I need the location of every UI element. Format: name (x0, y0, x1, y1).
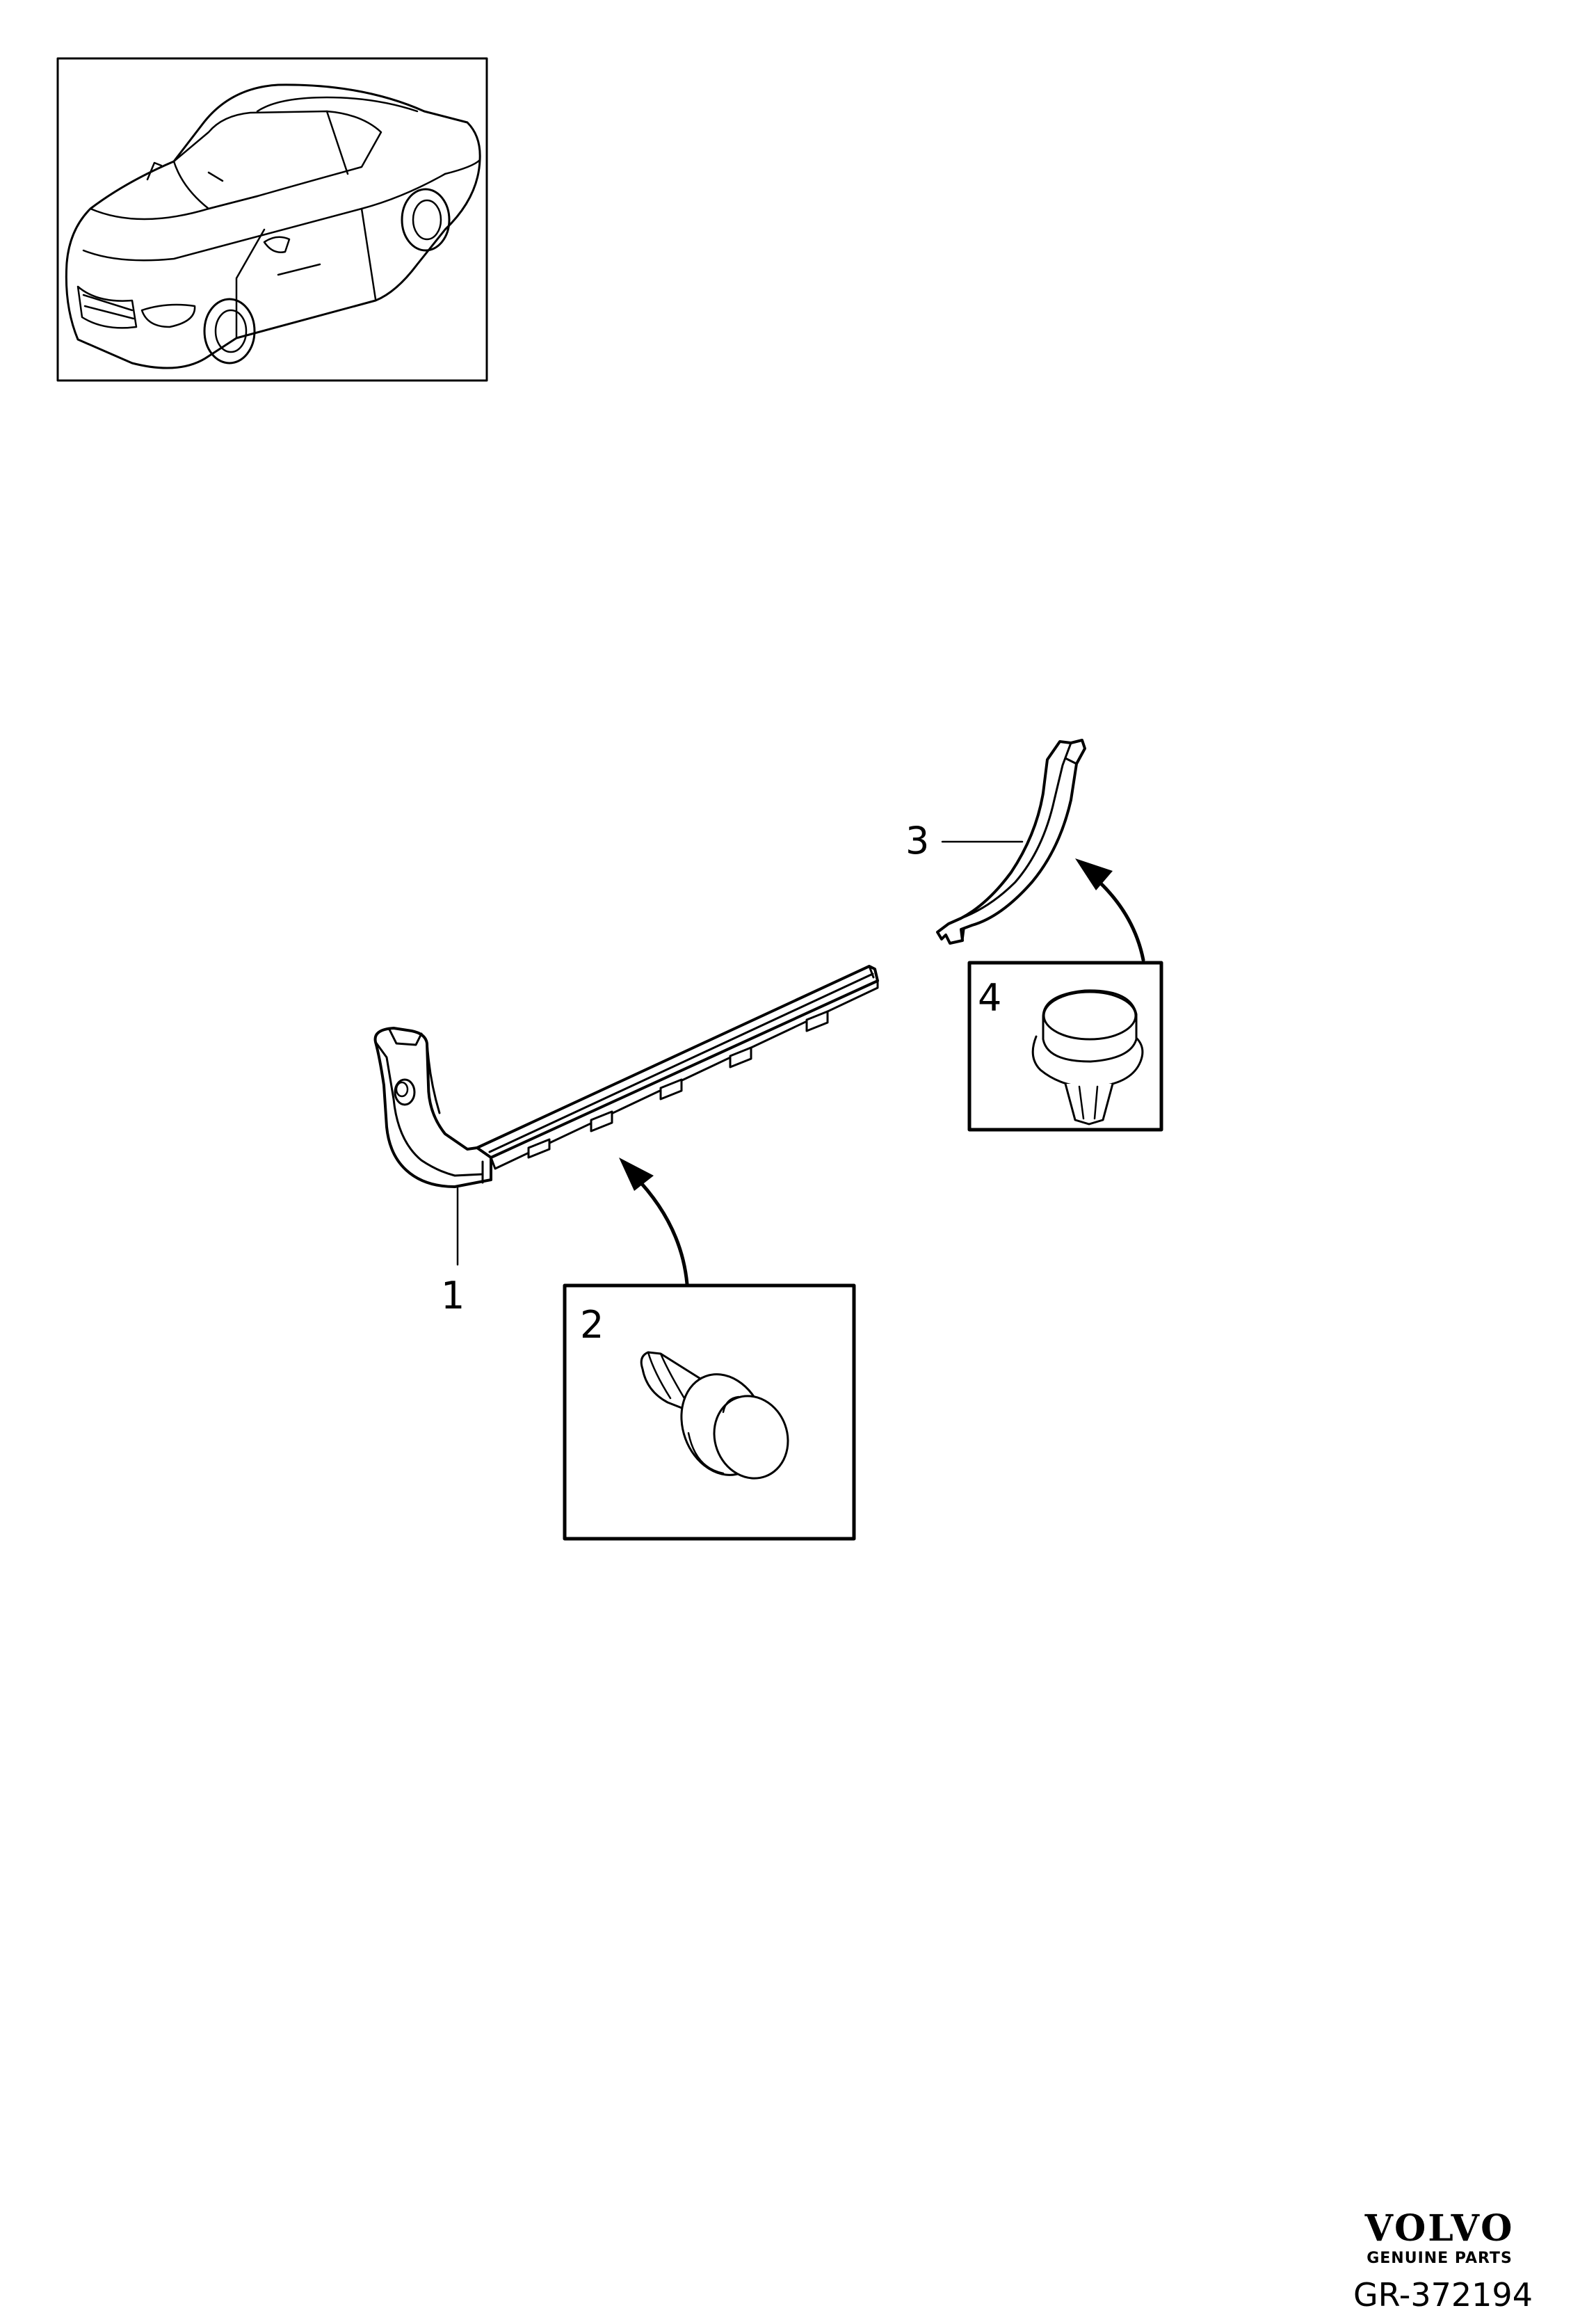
arrow-to-detail-2 (619, 1158, 689, 1286)
detail-frame-4 (967, 961, 1163, 1132)
genuine-parts-tagline: GENUINE PARTS (1367, 2250, 1513, 2267)
fir-tree-clip-illustration (1031, 989, 1144, 1126)
sill-trim-panel-part-1 (373, 965, 879, 1188)
detail-box-part-2 (563, 1283, 856, 1541)
callout-part-4: 4 (978, 976, 1002, 1020)
volvo-wordmark: VOLVO (1364, 2207, 1515, 2250)
callout-part-2: 2 (580, 1303, 604, 1347)
callout-part-1: 1 (441, 1274, 465, 1318)
arrow-to-detail-4 (1075, 858, 1145, 962)
vehicle-overview-thumbnail (56, 57, 488, 382)
detail-frame-2 (563, 1283, 856, 1541)
thumbnail-frame (56, 57, 488, 382)
push-clip-illustration (640, 1351, 789, 1480)
car-illustration (65, 83, 481, 369)
pillar-trim-part-3 (936, 739, 1086, 945)
diagram-code: GR-372194 (1353, 2276, 1533, 2314)
callout-part-3: 3 (905, 819, 930, 863)
volvo-genuine-parts-logo: VOLVO GENUINE PARTS (1339, 2211, 1540, 2266)
detail-box-part-4 (967, 961, 1163, 1132)
